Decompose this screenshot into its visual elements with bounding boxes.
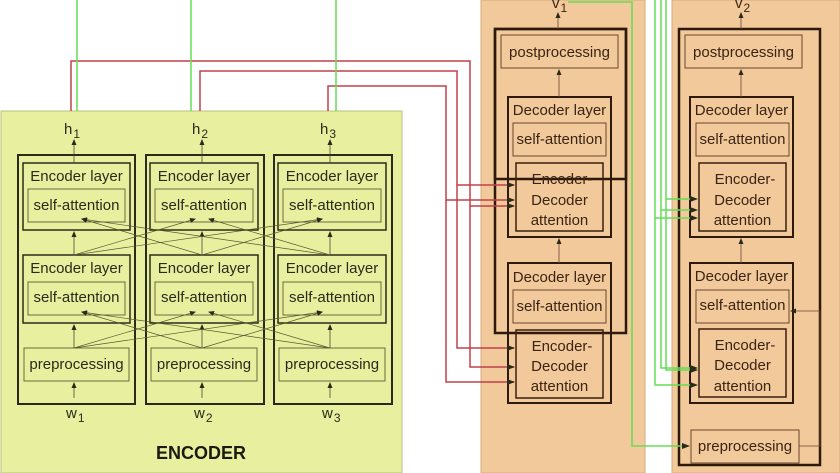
- ed-attention-line1: Encoder-: [532, 338, 593, 355]
- w3-label: w3: [321, 405, 341, 425]
- ed-attention-line3: attention: [714, 212, 772, 229]
- ed-attention-line2: Decoder: [714, 192, 771, 209]
- self-attention-label: self-attention: [34, 197, 120, 214]
- v2-label: v2: [735, 0, 751, 15]
- h2-label: h2: [192, 121, 208, 141]
- postprocessing-label: postprocessing: [509, 44, 610, 61]
- encoder-layer-2-label: Encoder layer: [158, 168, 251, 185]
- encoder-layer-1-label: Encoder layer: [30, 260, 123, 277]
- encoder-panel: [0, 110, 403, 473]
- self-attention-label: self-attention: [34, 289, 120, 306]
- self-attention-label: self-attention: [517, 298, 603, 315]
- decoder-layer-2-label: Decoder layer: [513, 102, 606, 119]
- decoder-layer-1-label: Decoder layer: [513, 269, 606, 286]
- ed-attention-line2: Decoder: [531, 358, 588, 375]
- ed-attention-line2: Decoder: [531, 192, 588, 209]
- decoder-labels: v1 postprocessing Decoder layer self-att…: [509, 0, 794, 455]
- h2-link: [199, 70, 515, 188]
- h3-label: h3: [320, 121, 336, 141]
- encoder-title: ENCODER: [156, 443, 246, 463]
- green-link-a-lower: [654, 218, 698, 388]
- w2-label: w2: [193, 405, 213, 425]
- ed-attention-line1: Encoder-: [532, 171, 593, 188]
- encoder-layer-2-label: Encoder layer: [30, 168, 123, 185]
- postprocessing-label: postprocessing: [693, 44, 794, 61]
- preprocessing-label: preprocessing: [29, 356, 123, 373]
- h3-link: [327, 85, 515, 203]
- ed-attention-line3: attention: [531, 212, 589, 229]
- self-attention-label: self-attention: [700, 131, 786, 148]
- v1-feedback-link: [568, 1, 690, 449]
- ed-attention-line3: attention: [714, 378, 772, 395]
- encoder-to-decoder-links: [70, 60, 515, 385]
- preprocessing-label: preprocessing: [285, 356, 379, 373]
- encoder-cross-arrows-upper: [73, 217, 331, 256]
- green-link-c-lower: [665, 199, 698, 373]
- ed-attention-line2: Decoder: [714, 357, 771, 374]
- self-attention-label: self-attention: [289, 289, 375, 306]
- ed-attention-line1: Encoder-: [715, 337, 776, 354]
- encoder-vertical-arrows: [71, 139, 333, 398]
- self-attention-label: self-attention: [161, 197, 247, 214]
- self-attention-label: self-attention: [161, 289, 247, 306]
- h2-link-lower: [456, 185, 515, 351]
- self-attention-label: self-attention: [517, 131, 603, 148]
- decoder-vertical-arrows: [555, 12, 821, 447]
- encoder-cross-arrows-lower: [73, 310, 331, 349]
- green-link-b-lower: [660, 210, 698, 371]
- w1-label: w1: [65, 405, 85, 425]
- encoder-to-decoder2-links: [76, 0, 698, 449]
- ed-attention-line3: attention: [531, 378, 589, 395]
- encoder-layer-1-label: Encoder layer: [158, 260, 251, 277]
- decoder-layer-2-label: Decoder layer: [695, 102, 788, 119]
- preprocessing-label: preprocessing: [157, 356, 251, 373]
- h3-link-lower: [445, 200, 515, 385]
- v1-label: v1: [552, 0, 568, 15]
- encoder-layer-1-label: Encoder layer: [286, 260, 379, 277]
- encoder-layer-2-label: Encoder layer: [286, 168, 379, 185]
- decoder-2: [677, 27, 822, 467]
- h1-label: h1: [64, 121, 80, 141]
- preprocessing-label: preprocessing: [698, 438, 792, 455]
- self-attention-label: self-attention: [700, 297, 786, 314]
- ed-attention-line1: Encoder-: [715, 171, 776, 188]
- decoder-layer-1-label: Decoder layer: [695, 268, 788, 285]
- h1-link-lower: [469, 206, 515, 370]
- h1-link: [70, 60, 515, 209]
- encoder-labels: h1 h2 h3 Encoder layer Encoder layer Enc…: [29, 121, 379, 463]
- self-attention-label: self-attention: [289, 197, 375, 214]
- encoder-column-3: [273, 154, 393, 405]
- encoder-column-1: [17, 154, 136, 405]
- encoder-column-2: [145, 154, 265, 405]
- decoder-1: [493, 27, 628, 404]
